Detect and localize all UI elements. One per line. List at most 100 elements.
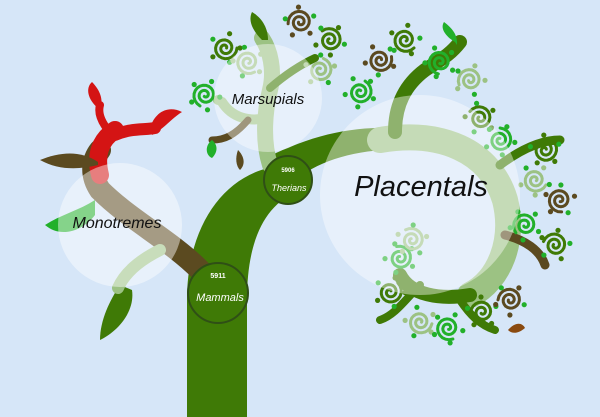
curl-stroke <box>512 213 536 235</box>
branch-tip-cluster <box>484 124 518 158</box>
node-count-label: 5911 <box>210 273 225 280</box>
tip-leaf <box>455 68 461 74</box>
marsupials-bubble <box>214 44 322 152</box>
tip-leaf <box>571 193 578 199</box>
tip-leaf <box>408 51 414 57</box>
tip-leaf <box>512 139 518 145</box>
leaf <box>236 150 244 170</box>
tip-leaf <box>313 42 319 48</box>
tip-leaf <box>375 72 381 78</box>
tip-leaf <box>478 294 484 300</box>
tip-leaf <box>256 69 263 75</box>
node-name-label: Mammals <box>196 292 244 304</box>
tip-leaf <box>504 124 510 130</box>
tip-leaf <box>521 302 527 308</box>
tip-leaf <box>449 49 455 56</box>
branch-tip-cluster <box>362 44 397 78</box>
tip-leaf <box>555 227 561 233</box>
branch-tip-cluster <box>313 25 347 58</box>
curl-stroke <box>393 29 416 53</box>
tip-leaf <box>464 305 471 311</box>
branch-tip-cluster <box>493 285 527 318</box>
tip-leaf <box>471 129 477 135</box>
tip-leaf <box>311 13 317 19</box>
node-therians[interactable]: 5906 Therians <box>263 155 313 205</box>
tip-leaf <box>482 77 488 83</box>
tip-leaf <box>417 35 423 41</box>
branch-tip-cluster <box>507 209 542 243</box>
tip-leaf <box>486 126 492 132</box>
tip-leaf <box>370 44 376 50</box>
tip-leaf <box>395 231 401 237</box>
branch-tip-cluster <box>389 22 423 57</box>
marsupials-label: Marsupials <box>232 91 305 108</box>
tip-leaf <box>307 30 313 36</box>
tip-leaf <box>430 311 436 318</box>
curl-stroke <box>236 51 258 76</box>
tip-leaf <box>422 60 428 66</box>
tip-leaf <box>389 30 395 36</box>
monotremes-branch[interactable] <box>40 82 211 340</box>
tip-leaf <box>409 263 416 269</box>
node-circle[interactable] <box>263 155 313 205</box>
tip-leaf <box>567 240 573 246</box>
curl-stroke <box>369 50 394 72</box>
tip-leaf <box>455 86 461 92</box>
tip-leaf <box>282 16 288 22</box>
tip-leaf <box>424 233 430 240</box>
node-mammals[interactable]: 5911 Mammals <box>187 262 249 324</box>
leaf <box>88 82 102 110</box>
curl-stroke <box>490 126 513 151</box>
tip-leaf <box>392 275 398 281</box>
tip-leaf <box>362 60 368 66</box>
placentals-branch[interactable] <box>367 22 565 334</box>
tip-leaf <box>527 144 534 150</box>
tip-leaf <box>435 314 441 320</box>
tip-leaf <box>217 94 223 100</box>
tip-leaf <box>230 58 236 64</box>
leaf <box>250 12 268 40</box>
tip-leaf <box>452 312 458 318</box>
tip-leaf <box>387 46 393 52</box>
curl-stroke <box>408 312 434 335</box>
tip-leaf <box>558 182 564 188</box>
tip-leaf <box>402 317 408 323</box>
tip-leaf <box>209 78 215 85</box>
tip-leaf <box>535 228 542 235</box>
curl-stroke <box>349 79 373 104</box>
branch-tip-cluster <box>518 165 552 198</box>
monotremes-label: Monotremes <box>73 215 162 232</box>
tip-leaf <box>375 297 381 303</box>
branch-tip-cluster <box>527 132 562 166</box>
tip-leaf <box>325 79 331 86</box>
branch-tip-cluster <box>303 52 338 86</box>
curl-stroke <box>390 244 412 269</box>
tip-leaf <box>507 225 513 231</box>
branch-tip-cluster <box>282 4 317 38</box>
tip-leaf <box>308 79 314 85</box>
tip-leaf <box>450 67 456 73</box>
tip-leaf <box>350 76 356 82</box>
tip-leaf <box>523 165 529 171</box>
branch-tip-cluster <box>395 222 430 256</box>
tip-leaf <box>541 252 547 258</box>
branch-tip-cluster <box>375 275 408 309</box>
curl-stroke <box>534 140 559 162</box>
tip-leaf <box>204 107 211 113</box>
marsupials-branch[interactable] <box>206 12 319 173</box>
tip-leaf <box>342 91 348 98</box>
tip-leaf <box>318 52 324 58</box>
branch-tip-cluster <box>189 78 223 113</box>
tip-leaf <box>471 91 477 97</box>
tip-leaf <box>552 158 558 164</box>
placentals-label: Placentals <box>354 171 488 203</box>
curl-stroke <box>542 232 567 255</box>
node-circle[interactable] <box>187 262 249 324</box>
tip-leaf <box>490 107 496 113</box>
tip-leaf <box>546 181 552 188</box>
tip-leaf <box>289 32 295 38</box>
tip-leaf <box>432 45 438 51</box>
tip-leaf <box>431 331 438 338</box>
curl-stroke <box>214 38 239 61</box>
fractal-branch-tips <box>189 4 578 346</box>
